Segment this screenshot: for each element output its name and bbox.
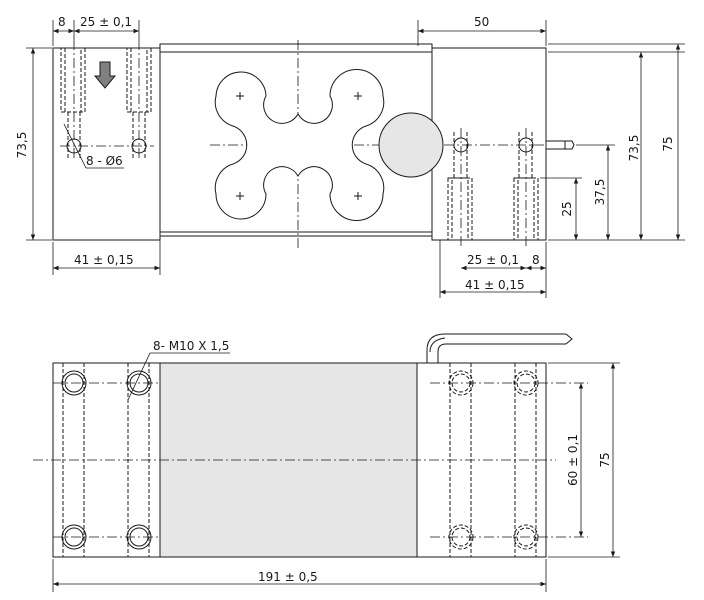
dim-cable-offset: 50 bbox=[474, 15, 489, 29]
left-threaded-holes bbox=[53, 363, 160, 557]
left-hidden-holes bbox=[60, 47, 152, 160]
dim-hole-offset: 8 bbox=[58, 15, 66, 29]
dim-right-hole-offset: 8 bbox=[532, 253, 540, 267]
bottom-view: 8- M10 X 1,5 60 ± 0,1 75 191 ± 0,5 bbox=[33, 333, 620, 592]
dim-left-hole-group: 41 ± 0,15 bbox=[74, 253, 134, 267]
thread-leader bbox=[127, 352, 151, 401]
cable-bottom-end bbox=[565, 333, 573, 345]
dim-height-left: 73,5 bbox=[15, 132, 29, 159]
dim-right-hole-spacing: 25 ± 0,1 bbox=[467, 253, 519, 267]
cable-bottom-view bbox=[426, 333, 566, 363]
cable-top-view bbox=[546, 140, 575, 150]
thread-label: 8- M10 X 1,5 bbox=[153, 339, 229, 353]
right-threaded-holes bbox=[430, 363, 588, 557]
dim-width-bottom: 75 bbox=[598, 452, 612, 467]
dim-height-right-inner: 73,5 bbox=[627, 135, 641, 162]
dim-total-length: 191 ± 0,5 bbox=[258, 570, 318, 584]
dim-width-top: 75 bbox=[661, 136, 675, 151]
binocular-hole-markers bbox=[236, 92, 362, 200]
holes-leader bbox=[63, 123, 87, 169]
dim-hole-row-spacing: 60 ± 0,1 bbox=[566, 434, 580, 486]
gauge-cover-circle bbox=[378, 112, 444, 178]
top-view: 8 25 ± 0,1 50 73,5 73,5 75 37,5 25 8 - Ø… bbox=[15, 15, 685, 298]
load-direction-arrow-icon bbox=[93, 61, 117, 89]
binocular-cutout bbox=[214, 69, 385, 221]
dim-right-hole-group: 41 ± 0,15 bbox=[465, 278, 525, 292]
cable-inner-curve bbox=[429, 337, 446, 353]
dim-hole-spacing: 25 ± 0,1 bbox=[80, 15, 132, 29]
dim-hole-height: 25 bbox=[560, 201, 574, 216]
dim-cable-height: 37,5 bbox=[593, 179, 607, 206]
dim-holes-label: 8 - Ø6 bbox=[86, 154, 123, 168]
